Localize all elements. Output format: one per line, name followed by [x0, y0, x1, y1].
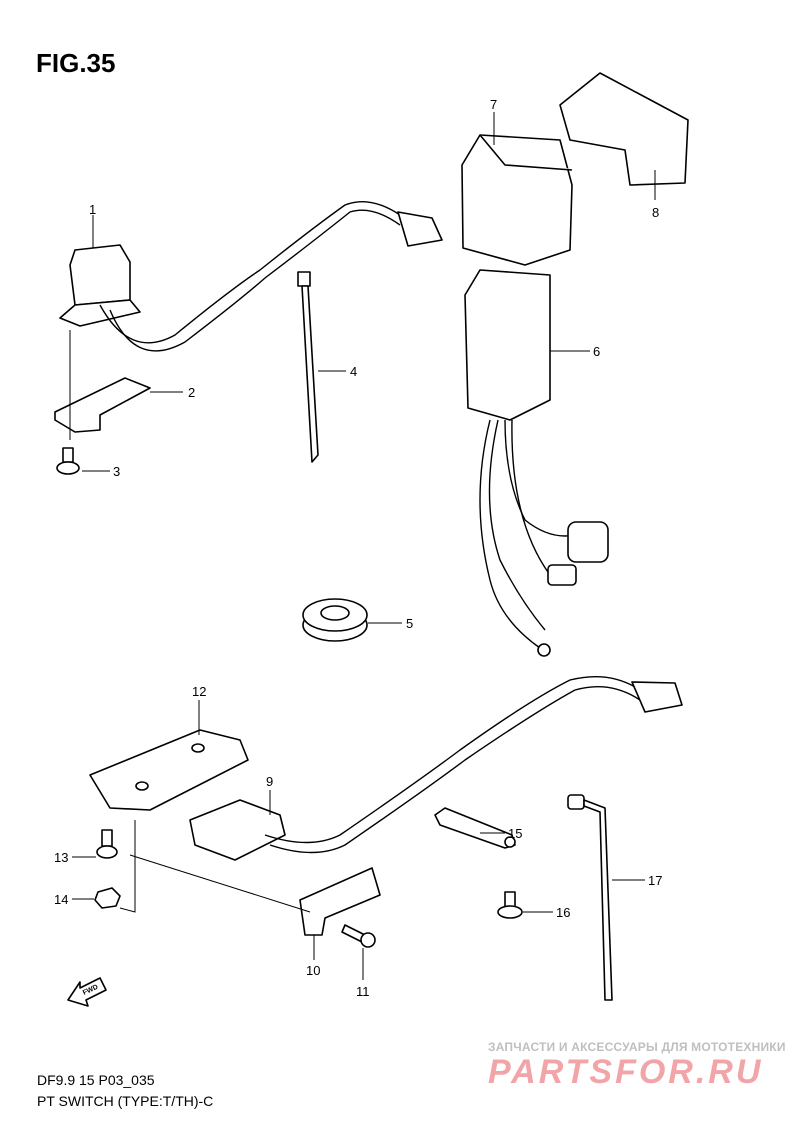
- figure-title: FIG.35: [36, 48, 116, 78]
- part-2-bracket[interactable]: [54, 330, 183, 440]
- callout-3: 3: [113, 464, 120, 479]
- callout-6: 6: [593, 344, 600, 359]
- callout-13: 13: [54, 850, 68, 865]
- callout-15: 15: [508, 826, 522, 841]
- watermark-subtitle: ЗАПЧАСТИ И АКСЕССУАРЫ ДЛЯ МОТОТЕХНИКИ: [488, 1040, 786, 1054]
- part-8-cover[interactable]: [559, 72, 689, 200]
- model-code: DF9.9 15 P03_035: [37, 1072, 155, 1088]
- part-1-pt-switch[interactable]: [59, 201, 443, 352]
- fwd-arrow-icon: FWD: [67, 977, 107, 1007]
- callout-11: 11: [356, 984, 370, 999]
- callout-1: 1: [89, 202, 96, 217]
- part-10-bracket[interactable]: [129, 854, 381, 960]
- callout-5: 5: [406, 616, 413, 631]
- watermark-brand: PARTSFOR.RU: [488, 1053, 764, 1091]
- callout-17: 17: [648, 873, 662, 888]
- part-3-screw[interactable]: [56, 447, 110, 475]
- part-6-relay-unit[interactable]: [464, 269, 609, 657]
- part-12-plate[interactable]: [89, 700, 249, 811]
- part-15-ground-strap[interactable]: [434, 807, 516, 849]
- part-9-switch[interactable]: [189, 675, 683, 861]
- callout-10: 10: [306, 963, 320, 978]
- part-4-cable-tie[interactable]: [297, 271, 346, 463]
- callout-9: 9: [266, 774, 273, 789]
- callout-16: 16: [556, 905, 570, 920]
- diagram-caption: PT SWITCH (TYPE:T/TH)-C: [37, 1093, 214, 1109]
- callout-14: 14: [54, 892, 68, 907]
- part-11-screw[interactable]: [341, 924, 376, 980]
- callout-7: 7: [490, 97, 497, 112]
- part-16-bolt[interactable]: [497, 891, 553, 919]
- part-14-nut[interactable]: [72, 820, 136, 913]
- part-5-grommet[interactable]: [302, 598, 402, 642]
- part-7-case[interactable]: [461, 112, 573, 266]
- callout-2: 2: [188, 385, 195, 400]
- callout-8: 8: [652, 205, 659, 220]
- part-17-cable-tie[interactable]: [567, 794, 645, 1001]
- callout-4: 4: [350, 364, 357, 379]
- callout-12: 12: [192, 684, 206, 699]
- part-13-bolt[interactable]: [72, 829, 118, 859]
- footer: DF9.9 15 P03_035 PT SWITCH (TYPE:T/TH)-C: [37, 1070, 213, 1112]
